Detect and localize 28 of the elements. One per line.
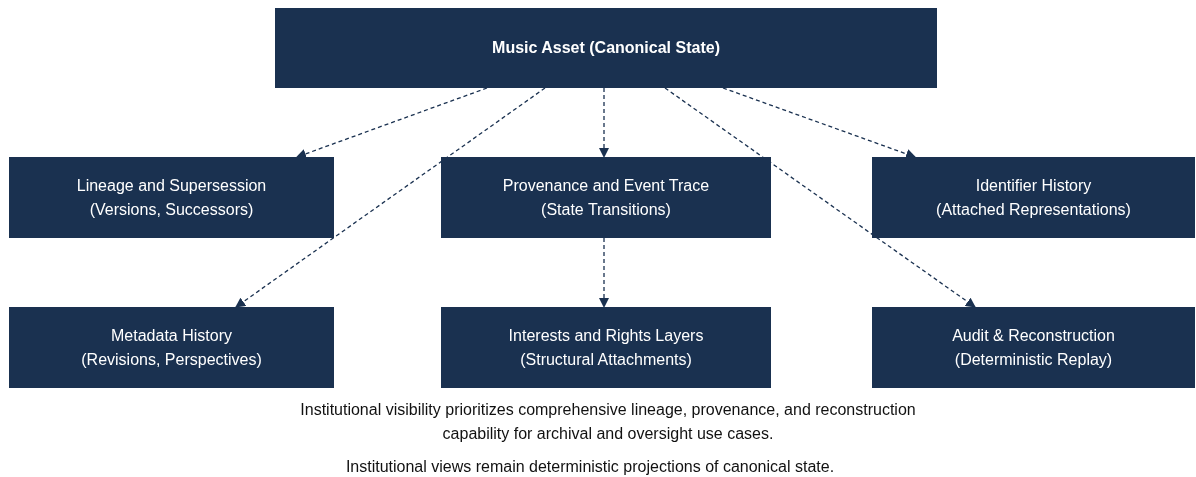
- process-box: [9, 307, 334, 388]
- box-heading: Identifier History: [975, 175, 1092, 196]
- process-box: [872, 307, 1195, 388]
- process-box: [275, 8, 937, 88]
- arrow: [599, 87, 609, 158]
- process-box: [441, 157, 771, 238]
- arrow: [722, 87, 916, 159]
- box-subtitle: (State Transitions): [541, 199, 671, 220]
- box-heading: Audit & Reconstruction: [952, 325, 1115, 346]
- box-subtitle: (Structural Attachments): [520, 349, 692, 370]
- arrow: [235, 87, 546, 308]
- arrow: [296, 87, 488, 159]
- process-box: [441, 307, 771, 388]
- box-title: Music Asset (Canonical State): [492, 38, 720, 58]
- box-heading: Lineage and Supersession: [76, 175, 267, 196]
- process-box: [9, 157, 334, 238]
- box-subtitle: (Revisions, Perspectives): [81, 349, 262, 370]
- box-heading: Metadata History: [111, 325, 232, 346]
- note-text: Institutional views remain deterministic projections of canonical state.: [344, 457, 836, 477]
- box-subtitle: (Versions, Successors): [89, 199, 254, 220]
- box-heading: Interests and Rights Layers: [508, 325, 704, 346]
- process-box: [872, 157, 1195, 238]
- box-subtitle: (Deterministic Replay): [954, 349, 1113, 370]
- note-text: Institutional visibility prioritizes comprehensive lineage, provenance, and reconstruction capability for archival and oversight use cases.: [300, 400, 916, 444]
- box-heading: Provenance and Event Trace: [502, 175, 710, 196]
- arrow: [664, 87, 976, 308]
- box-subtitle: (Attached Representations): [936, 199, 1131, 220]
- arrow: [599, 237, 609, 308]
